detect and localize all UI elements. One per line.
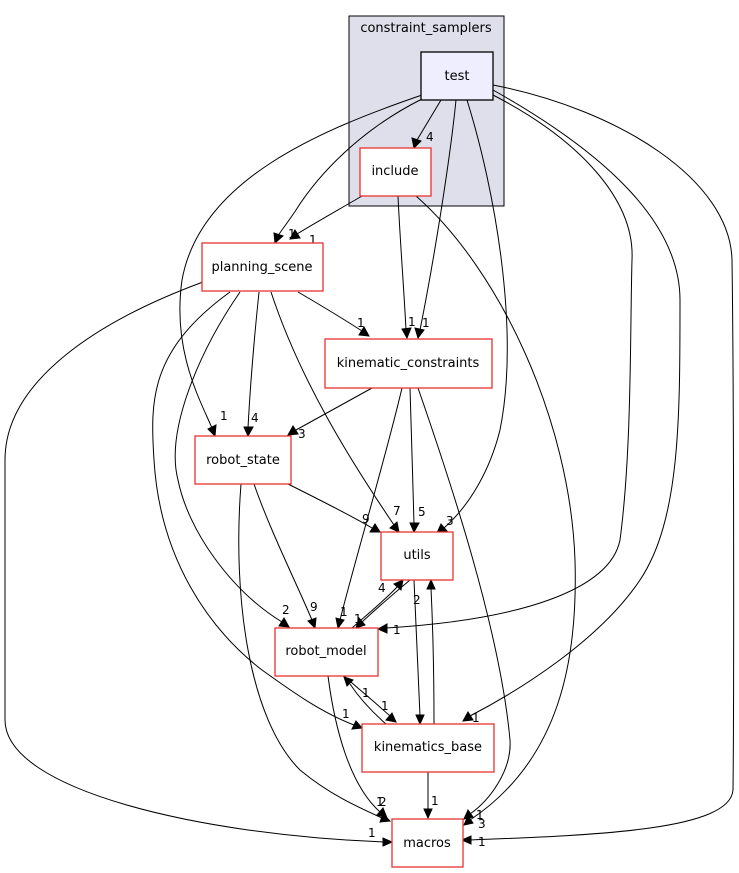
- edge-test-kinematics-base: 1: [462, 89, 681, 725]
- node-macros[interactable]: macros: [391, 818, 464, 868]
- edge-label: 3: [478, 817, 486, 831]
- edge-label: 1: [431, 794, 439, 808]
- edge-test-kinematic-constraints: 1: [414, 99, 457, 340]
- edge-kinematics-base-macros: 1: [423, 772, 439, 820]
- edge-robot-model-macros: 2: [327, 675, 388, 819]
- edge-label: 1: [362, 686, 370, 700]
- node-robot-state[interactable]: robot_state: [194, 435, 292, 485]
- node-include[interactable]: include: [359, 147, 432, 197]
- edge-label: 1: [472, 711, 480, 725]
- node-label: kinematics_base: [374, 740, 482, 755]
- edge-label: 5: [418, 505, 426, 519]
- edge-label: 3: [298, 427, 306, 441]
- edges: 4 1 1 1 1 1: [4, 84, 735, 849]
- node-label: planning_scene: [211, 260, 312, 275]
- edge-kinematics-base-utils: 2: [413, 578, 436, 725]
- edge-include-kinematic-constraints: 1: [397, 195, 416, 340]
- edge-label: 9: [310, 600, 318, 614]
- edge-label: 4: [251, 411, 259, 425]
- edge-label: 4: [378, 581, 386, 595]
- edge-planning-scene-kinematics-base: 1: [152, 291, 364, 730]
- node-label: test: [445, 69, 470, 84]
- edge-include-planning-scene: 1: [289, 195, 363, 247]
- edge-label: 1: [478, 835, 486, 849]
- node-utils[interactable]: utils: [380, 531, 454, 581]
- edge-label: 1: [368, 826, 376, 840]
- edge-planning-scene-robot-model: 2: [174, 291, 290, 628]
- nodes: test include planning_scene kinematic_co…: [194, 51, 495, 868]
- edge-planning-scene-robot-state: 4: [243, 291, 260, 438]
- node-label: macros: [403, 836, 451, 851]
- edge-planning-scene-kinematic-constraints: 1: [297, 291, 370, 337]
- edge-label: 1: [408, 315, 416, 329]
- edge-kinematic-constraints-utils: 5: [409, 387, 426, 534]
- edge-label: 1: [220, 409, 228, 423]
- edge-label: 1: [309, 233, 317, 247]
- edge-label: 9: [362, 512, 370, 526]
- edge-label: 1: [381, 699, 389, 713]
- node-label: kinematic_constraints: [337, 356, 480, 371]
- node-label: utils: [403, 548, 431, 563]
- edge-label: 2: [413, 593, 421, 607]
- edge-planning-scene-macros: 1: [4, 281, 394, 847]
- edge-label: 1: [393, 623, 401, 637]
- node-planning-scene[interactable]: planning_scene: [201, 242, 324, 292]
- node-label: include: [371, 164, 418, 179]
- edge-include-macros: 3: [415, 195, 576, 831]
- node-kinematic-constraints[interactable]: kinematic_constraints: [324, 338, 493, 389]
- edge-label: 1: [476, 808, 484, 822]
- edge-test-robot-state: 1: [179, 94, 423, 438]
- edge-label: 1: [376, 795, 384, 809]
- node-test[interactable]: test: [420, 51, 494, 101]
- edge-label: 1: [357, 316, 365, 330]
- edge-utils-robot-model: 1: [354, 579, 411, 629]
- edge-test-include: 4: [411, 99, 442, 150]
- edge-label: 1: [354, 612, 362, 626]
- edge-label: 4: [426, 130, 434, 144]
- edge-label: 1: [340, 605, 348, 619]
- edge-test-robot-model: 1: [376, 94, 633, 637]
- edge-kinematics-base-robot-model: 1: [343, 676, 387, 725]
- edge-label: 1: [422, 316, 430, 330]
- node-label: robot_model: [285, 644, 366, 659]
- edge-planning-scene-utils: 7: [270, 291, 401, 533]
- edge-robot-model-kinematics-base: 1: [343, 675, 397, 723]
- edge-label: 2: [282, 603, 290, 617]
- cluster-label: constraint_samplers: [360, 21, 492, 36]
- edge-label: 2: [379, 795, 387, 809]
- node-label: robot_state: [206, 453, 280, 468]
- edge-kinematic-constraints-robot-model: 1: [335, 387, 403, 630]
- edge-label: 1: [288, 227, 296, 241]
- edge-test-macros: 1: [460, 84, 735, 849]
- edge-label: 1: [342, 707, 350, 721]
- node-robot-model[interactable]: robot_model: [274, 627, 379, 677]
- edge-robot-state-robot-model: 9: [253, 483, 318, 630]
- edge-kinematic-constraints-robot-state: 3: [287, 387, 373, 441]
- edge-label: 7: [393, 504, 401, 518]
- node-kinematics-base[interactable]: kinematics_base: [361, 723, 495, 773]
- edge-test-planning-scene: 1: [273, 98, 423, 245]
- edge-label: 3: [446, 514, 454, 528]
